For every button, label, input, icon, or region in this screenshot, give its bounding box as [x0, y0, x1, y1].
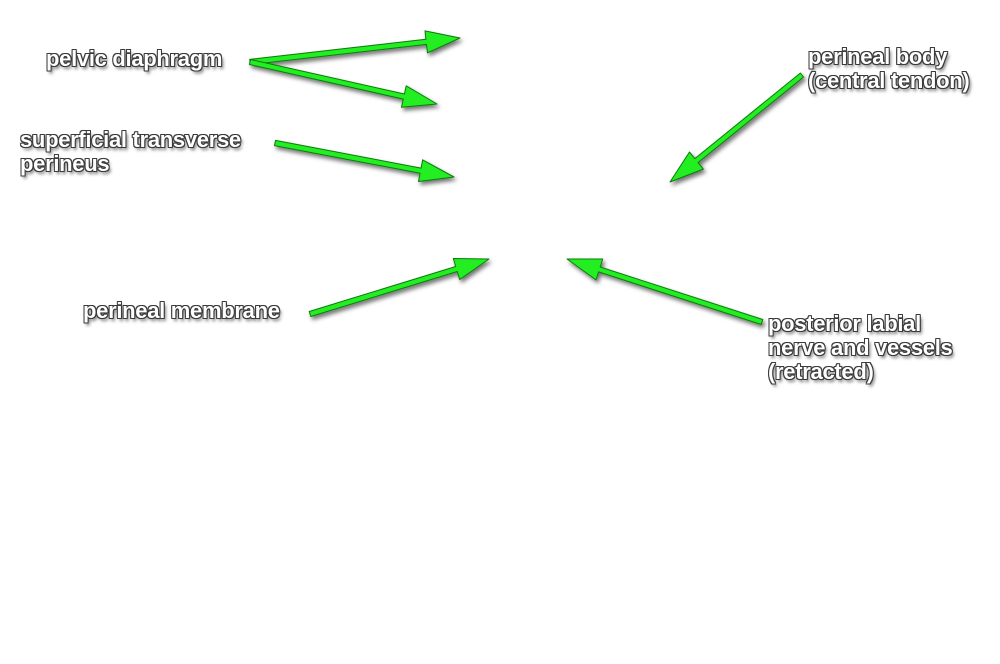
label-perineal-body-line2: (central tendon) [808, 68, 970, 93]
label-superficial-transverse-perineus: superficial transverse perineus [20, 128, 241, 176]
label-perineal-body: perineal body (central tendon) [808, 44, 970, 93]
label-posterior-labial-line1: posterior labial [768, 311, 921, 336]
label-posterior-labial-line2: nerve and vessels [768, 335, 953, 360]
label-superficial-transverse-line1: superficial transverse [20, 127, 241, 152]
arrow-pelvic-diaphragm-upper [249, 30, 461, 66]
arrow-perineal-membrane [308, 258, 490, 317]
label-superficial-transverse-line2: perineus [20, 151, 110, 176]
label-posterior-labial: posterior labial nerve and vessels (retr… [768, 311, 953, 384]
label-perineal-membrane: perineal membrane [83, 299, 280, 323]
arrow-posterior-labial [566, 258, 764, 325]
label-perineal-body-line1: perineal body [808, 44, 948, 69]
arrow-superficial-transverse [274, 139, 455, 182]
label-perineal-membrane-text: perineal membrane [83, 298, 280, 323]
label-pelvic-diaphragm-text: pelvic diaphragm [46, 46, 223, 71]
arrow-perineal-body [669, 72, 805, 183]
label-pelvic-diaphragm: pelvic diaphragm [46, 47, 222, 71]
arrow-pelvic-diaphragm-lower [248, 59, 438, 108]
label-posterior-labial-line3: (retracted) [768, 359, 874, 384]
